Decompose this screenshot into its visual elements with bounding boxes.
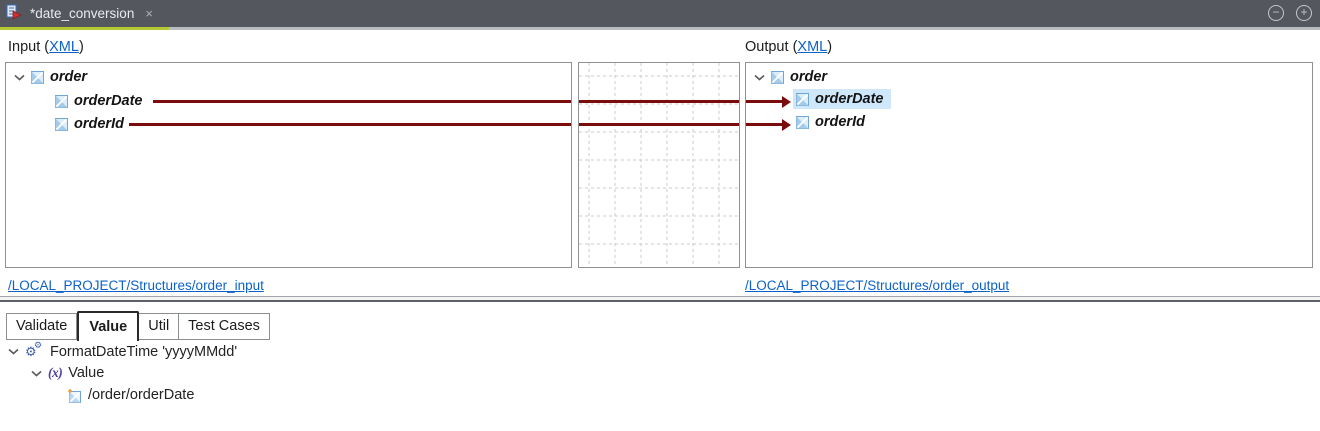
output-structure-link[interactable]: /LOCAL_PROJECT/Structures/order_output (745, 278, 1010, 293)
active-tab-underline (0, 27, 169, 30)
xml-element-new-icon (67, 388, 82, 403)
xml-element-icon (55, 94, 68, 108)
value-tree-xpath-row[interactable]: /order/orderDate (67, 387, 194, 403)
chevron-down-icon[interactable] (754, 74, 765, 81)
output-field-label[interactable]: orderId (815, 114, 865, 130)
input-tree-row-orderdate[interactable]: orderDate (55, 90, 143, 112)
mapping-canvas[interactable] (578, 62, 740, 268)
close-icon[interactable]: × (145, 6, 153, 21)
input-field-label[interactable]: orderDate (74, 93, 143, 109)
input-tree-row-orderid[interactable]: orderId (55, 113, 124, 135)
input-structure-link[interactable]: /LOCAL_PROJECT/Structures/order_input (8, 278, 264, 293)
editor-tab-date-conversion[interactable]: *date_conversion × (0, 0, 163, 27)
mapping-arrow-orderid[interactable] (746, 118, 791, 131)
xml-element-icon (55, 117, 68, 131)
xml-element-icon (771, 70, 784, 84)
input-section-label: Input (XML) (8, 39, 84, 55)
xml-element-icon (31, 70, 44, 84)
output-format-link[interactable]: XML (797, 39, 828, 55)
function-label[interactable]: FormatDateTime 'yyyyMMdd' (50, 343, 238, 360)
mapping-line-orderdate[interactable] (153, 100, 571, 103)
bottom-tab-strip: Validate Value Util Test Cases (6, 310, 270, 341)
editor-tab-title: *date_conversion (30, 6, 135, 21)
tab-validate[interactable]: Validate (6, 313, 78, 340)
gears-icon: ⚙⚙ (25, 341, 43, 360)
input-root-label[interactable]: order (50, 69, 88, 85)
output-tree-row-orderdate[interactable]: orderDate (793, 88, 891, 110)
grid-background (579, 63, 739, 267)
input-tree-panel: order orderDate orderId (5, 62, 572, 268)
output-tree-root-row[interactable]: order (754, 66, 827, 88)
xml-element-icon (796, 115, 809, 129)
mapping-arrow-orderdate[interactable] (746, 95, 791, 108)
tab-value[interactable]: Value (77, 311, 140, 341)
input-label-text: Input (8, 39, 41, 55)
output-section-label: Output (XML) (745, 39, 833, 55)
minimize-view-button[interactable]: − (1268, 5, 1284, 21)
mapping-line-orderid[interactable] (579, 123, 739, 126)
output-label-text: Output (745, 39, 789, 55)
field-row-content[interactable]: orderId (793, 112, 872, 132)
tab-underline-strip (0, 27, 1320, 30)
output-root-label[interactable]: order (790, 69, 828, 85)
input-field-label[interactable]: orderId (74, 116, 124, 132)
selected-field-highlight[interactable]: orderDate (793, 89, 891, 109)
editor-tabbar: *date_conversion × − + (0, 0, 1320, 27)
input-tree-root-row[interactable]: order (14, 66, 87, 88)
mapping-line-orderdate[interactable] (579, 100, 739, 103)
maximize-view-button[interactable]: + (1296, 5, 1312, 21)
xpath-label[interactable]: /order/orderDate (88, 387, 195, 403)
chevron-down-icon[interactable] (31, 370, 42, 377)
horizontal-splitter[interactable] (0, 296, 1320, 302)
tab-util[interactable]: Util (139, 313, 180, 340)
chevron-down-icon[interactable] (14, 74, 25, 81)
xml-element-icon (796, 92, 809, 106)
output-tree-row-orderid[interactable]: orderId (793, 111, 872, 133)
argument-label[interactable]: Value (68, 365, 105, 381)
output-tree-panel: order orderDate (745, 62, 1313, 268)
tab-test-cases[interactable]: Test Cases (179, 313, 270, 340)
input-format-link[interactable]: XML (49, 39, 79, 55)
value-tree-function-row[interactable]: ⚙⚙ FormatDateTime 'yyyyMMdd' (8, 341, 238, 360)
output-field-label[interactable]: orderDate (815, 91, 884, 107)
mapping-line-orderid[interactable] (129, 123, 571, 126)
value-tree-argument-row[interactable]: (x) Value (31, 365, 104, 381)
chevron-down-icon[interactable] (8, 348, 19, 355)
mapping-document-icon (6, 3, 23, 25)
fx-icon: (x) (48, 365, 63, 380)
